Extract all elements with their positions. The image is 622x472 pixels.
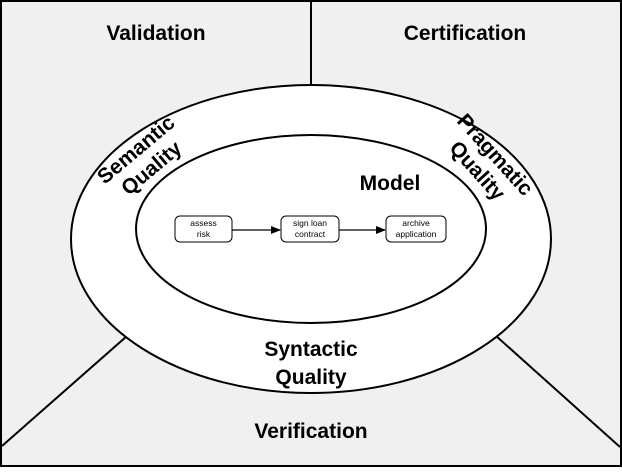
step-label-line2: application — [396, 229, 437, 239]
process-step-archive-application: archive application — [385, 215, 447, 243]
validation-label: Validation — [106, 22, 205, 45]
certification-label: Certification — [404, 22, 527, 45]
syntactic-quality-line1: Syntactic — [264, 338, 358, 361]
syntactic-quality-line2: Quality — [275, 366, 347, 389]
step-label-line1: archive — [402, 218, 430, 228]
step-box — [385, 215, 447, 243]
process-step-assess-risk: assess risk — [174, 215, 233, 243]
step-box — [280, 215, 340, 243]
step-label-line2: contract — [295, 229, 326, 239]
process-step-sign-loan-contract: sign loan contract — [280, 215, 340, 243]
step-box — [174, 215, 233, 243]
verification-label: Verification — [254, 420, 367, 443]
step-label-line1: sign loan — [293, 218, 327, 228]
model-title: Model — [360, 172, 421, 195]
step-label-line1: assess — [190, 218, 216, 228]
step-label-line2: risk — [197, 229, 211, 239]
